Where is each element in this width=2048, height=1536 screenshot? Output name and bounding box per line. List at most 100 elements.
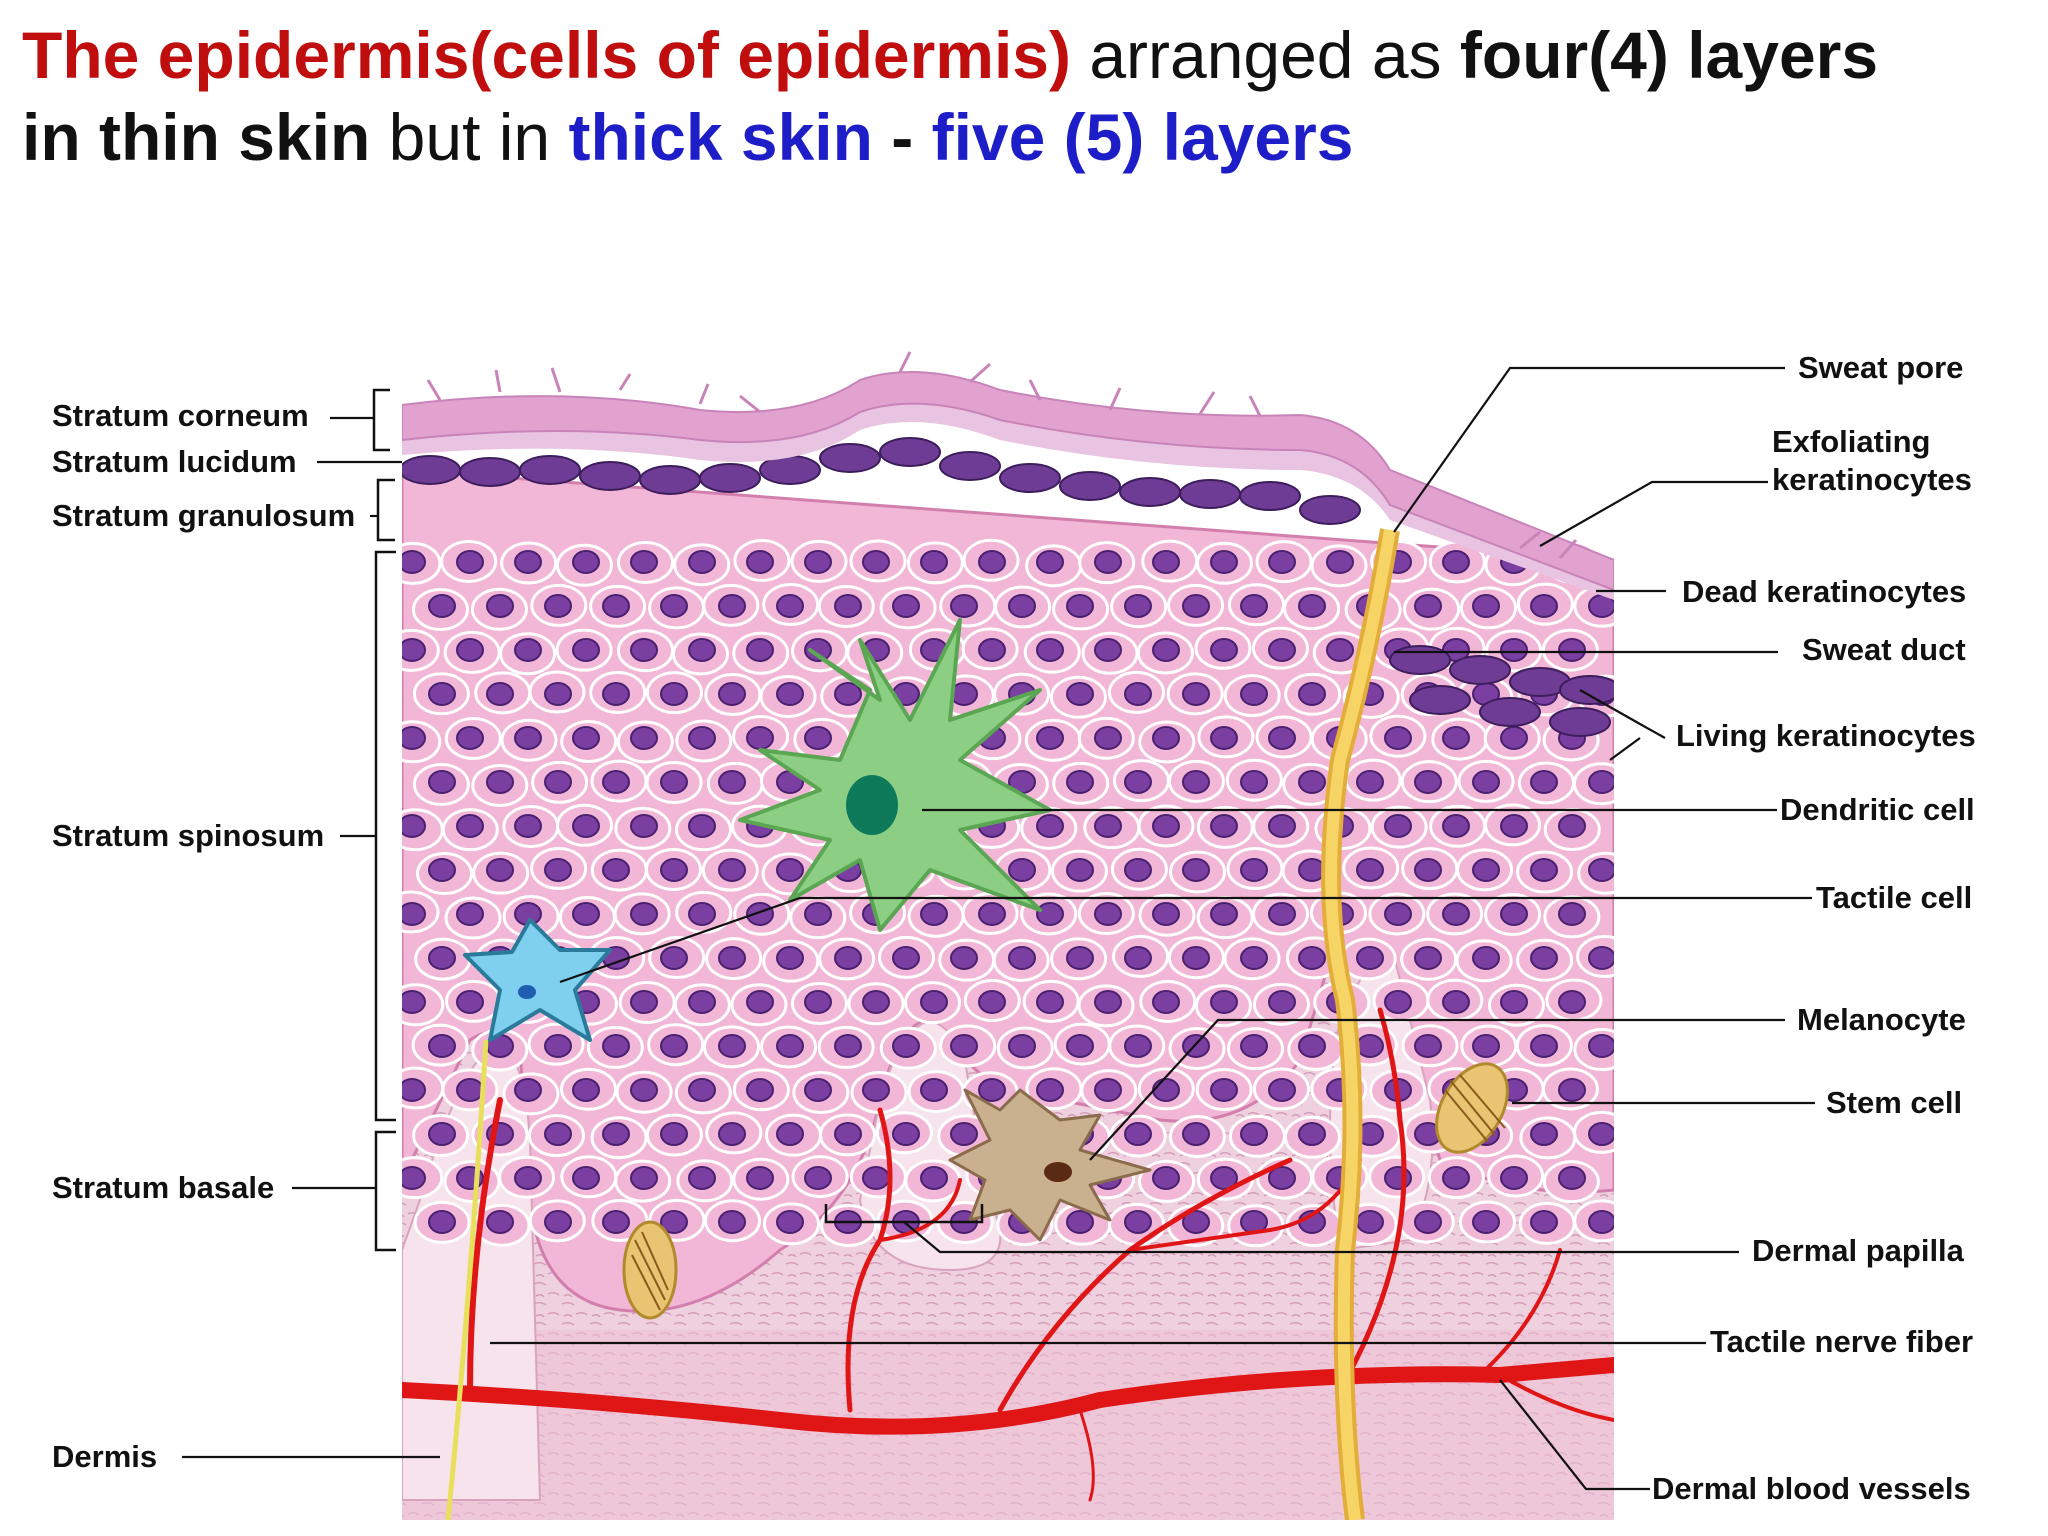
keratinocyte-nucleus — [1036, 1078, 1064, 1102]
title-part-4: in thin skin — [22, 100, 371, 174]
keratinocyte-nucleus — [1124, 946, 1152, 970]
keratinocyte-nucleus — [486, 1210, 514, 1234]
keratinocyte-nucleus — [718, 770, 746, 794]
keratinocyte-nucleus — [1240, 1034, 1268, 1058]
keratinocyte-nucleus — [544, 1122, 572, 1146]
keratinocyte-nucleus — [1588, 770, 1614, 794]
keratinocyte-nucleus — [1442, 1166, 1470, 1190]
keratinocyte-nucleus — [1094, 814, 1122, 838]
keratinocyte-nucleus — [1008, 858, 1036, 882]
keratinocyte-nucleus — [746, 550, 774, 574]
keratinocyte-nucleus — [514, 1166, 542, 1190]
keratinocyte-nucleus — [1588, 1210, 1614, 1234]
title-part-6: thick skin — [568, 100, 873, 174]
keratinocyte-nucleus — [746, 990, 774, 1014]
keratinocyte-nucleus — [804, 726, 832, 750]
keratinocyte-nucleus — [1182, 858, 1210, 882]
granulosum-cell — [402, 455, 461, 485]
stem-cell-right — [1435, 1062, 1509, 1154]
title-part-8: five (5) layers — [931, 100, 1354, 174]
keratinocyte-nucleus — [1240, 682, 1268, 706]
keratinocyte-nucleus — [602, 1122, 630, 1146]
keratinocyte-nucleus — [1182, 770, 1210, 794]
keratinocyte-nucleus — [834, 946, 862, 970]
keratinocyte-nucleus — [544, 594, 572, 618]
keratinocyte-nucleus — [746, 726, 774, 750]
granulosum-cell — [1059, 471, 1121, 501]
keratinocyte-nucleus — [1500, 902, 1528, 926]
keratinocyte-nucleus — [1558, 990, 1586, 1014]
keratinocyte-nucleus — [776, 594, 804, 618]
blood-vessels — [402, 1007, 1614, 1502]
granulosum-cell — [1389, 645, 1451, 675]
keratinocyte-nucleus — [402, 814, 426, 838]
keratinocyte-nucleus — [1094, 902, 1122, 926]
granulosum-cell — [1299, 495, 1361, 525]
title-part-7: - — [872, 100, 932, 174]
keratinocyte-nucleus — [402, 726, 426, 750]
keratinocyte-nucleus — [572, 814, 600, 838]
keratinocyte-nucleus — [834, 1122, 862, 1146]
keratinocyte-nucleus — [544, 682, 572, 706]
keratinocyte-nucleus — [1240, 858, 1268, 882]
keratinocyte-nucleus — [428, 1034, 456, 1058]
keratinocyte-nucleus — [1384, 814, 1412, 838]
keratinocyte-nucleus — [630, 1166, 658, 1190]
slide-title: The epidermis(cells of epidermis) arrang… — [22, 14, 2022, 178]
keratinocyte-nucleus — [1558, 902, 1586, 926]
keratinocyte-nucleus — [1036, 726, 1064, 750]
keratinocyte-nucleus — [1124, 770, 1152, 794]
keratinocyte-nucleus — [1152, 550, 1180, 574]
keratinocyte-nucleus — [1384, 902, 1412, 926]
keratinocyte-nucleus — [776, 1034, 804, 1058]
keratinocyte-nucleus — [1442, 550, 1470, 574]
keratinocyte-nucleus — [688, 1166, 716, 1190]
keratinocyte-nucleus — [1240, 770, 1268, 794]
dendritic-cell — [738, 618, 1052, 932]
keratinocyte-nucleus — [630, 726, 658, 750]
keratinocyte-nucleus — [514, 814, 542, 838]
keratinocyte-nucleus — [602, 770, 630, 794]
keratinocyte-nucleus — [1500, 990, 1528, 1014]
keratinocyte-nucleus — [1472, 946, 1500, 970]
keratinocyte-nucleus — [688, 902, 716, 926]
keratinocyte-nucleus — [602, 858, 630, 882]
keratinocyte-nucleus — [1558, 1078, 1586, 1102]
keratinocyte-nucleus — [1588, 858, 1614, 882]
keratinocyte-nucleus — [862, 550, 890, 574]
keratinocyte-nucleus — [862, 990, 890, 1014]
keratinocyte-nucleus — [804, 1078, 832, 1102]
keratinocyte-nucleus — [1066, 770, 1094, 794]
keratinocyte-nucleus — [1268, 638, 1296, 662]
exfoliating-flakes — [426, 351, 1578, 559]
keratinocyte-nucleus — [1066, 594, 1094, 618]
keratinocyte-nucleus — [1384, 990, 1412, 1014]
keratinocyte-nucleus — [776, 1210, 804, 1234]
granulosum-cell — [1409, 685, 1471, 715]
keratinocyte-nucleus — [1066, 1210, 1094, 1234]
label-tactile-cell: Tactile cell — [1816, 880, 1973, 915]
stratum-corneum-band — [402, 371, 1614, 592]
keratinocyte-nucleus — [746, 1078, 774, 1102]
keratinocyte-nucleus — [1210, 814, 1238, 838]
keratinocyte-nucleus — [1530, 1122, 1558, 1146]
granulosum-cell — [1549, 707, 1611, 737]
keratinocyte-nucleus — [892, 946, 920, 970]
keratinocyte-nucleus — [1558, 814, 1586, 838]
keratinocyte-nucleus — [1036, 990, 1064, 1014]
keratinocyte-nucleus — [544, 770, 572, 794]
label-sweat-pore: Sweat pore — [1798, 350, 1964, 385]
keratinocyte-nucleus — [428, 770, 456, 794]
keratinocyte-nucleus — [1268, 726, 1296, 750]
keratinocyte-nucleus — [1008, 594, 1036, 618]
keratinocyte-nucleus — [978, 902, 1006, 926]
keratinocyte-nucleus — [1530, 946, 1558, 970]
keratinocyte-nucleus — [920, 902, 948, 926]
keratinocyte-nucleus — [1588, 1034, 1614, 1058]
keratinocyte-nucleus — [718, 1210, 746, 1234]
keratinocyte-nucleus — [1182, 594, 1210, 618]
title-part-3: four(4) layers — [1459, 18, 1879, 92]
keratinocyte-nucleus — [978, 638, 1006, 662]
keratinocyte-nucleus — [1588, 946, 1614, 970]
